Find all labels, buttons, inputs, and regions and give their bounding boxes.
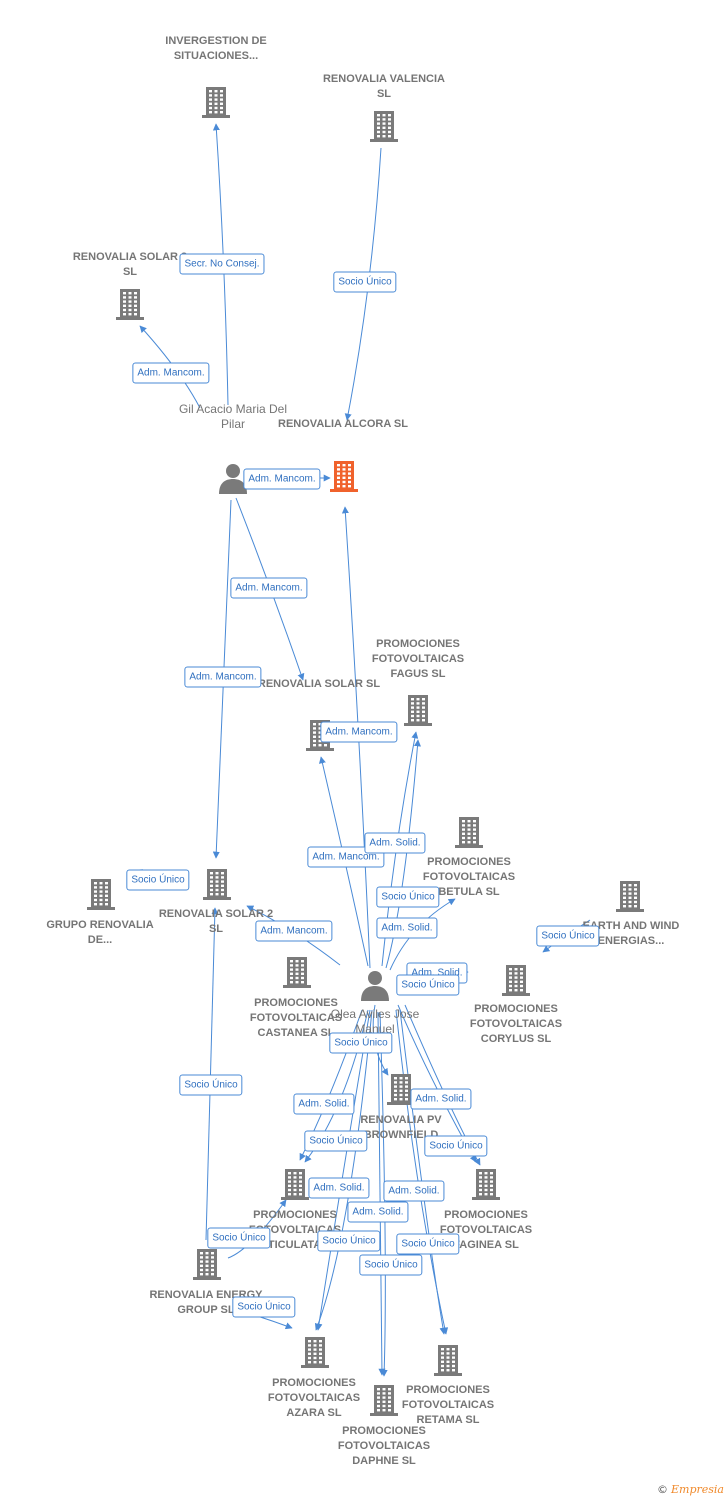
building-icon[interactable] [298, 1335, 332, 1369]
node-label-faginea[interactable]: PROMOCIONES FOTOVOLTAICAS FAGINEA SL [439, 1209, 533, 1251]
building-icon[interactable] [613, 879, 647, 913]
relation-label[interactable]: Socio Único [376, 886, 440, 908]
relation-label[interactable]: Adm. Solid. [410, 1088, 472, 1110]
building-icon[interactable] [384, 1072, 418, 1106]
edge-olea-to-betula [385, 739, 421, 969]
relation-label[interactable]: Socio Único [304, 1130, 368, 1152]
node-label-brownfield[interactable]: RENOVALIA PV BROWNFIELD [360, 1114, 442, 1141]
relation-label[interactable]: Adm. Solid. [308, 1177, 370, 1199]
node-label-gil[interactable]: Gil Acacio Maria Del Pilar [178, 402, 288, 431]
relation-label[interactable]: Socio Único [396, 1233, 460, 1255]
relation-label[interactable]: Socio Único [232, 1296, 296, 1318]
node-label-azara[interactable]: PROMOCIONES FOTOVOLTAICAS AZARA SL [267, 1377, 361, 1419]
building-icon[interactable] [401, 693, 435, 727]
relation-label[interactable]: Socio Único [424, 1135, 488, 1157]
node-label-grupo[interactable]: GRUPO RENOVALIA DE... [46, 919, 154, 946]
relation-label[interactable]: Socio Único [536, 925, 600, 947]
node-label-valencia[interactable]: RENOVALIA VALENCIA SL [322, 73, 446, 100]
relation-label[interactable]: Adm. Solid. [293, 1093, 355, 1115]
person-icon[interactable] [358, 968, 392, 1002]
building-icon[interactable] [199, 85, 233, 119]
node-label-invergestion[interactable]: INVERGESTION DE SITUACIONES... [165, 35, 267, 62]
building-icon[interactable] [327, 459, 361, 493]
relation-label[interactable]: Adm. Mancom. [230, 577, 308, 599]
edge-olea-to-retama [395, 1009, 449, 1335]
node-label-solar2[interactable]: RENOVALIA SOLAR 2 SL [158, 908, 274, 935]
relation-label[interactable]: Socio Único [317, 1230, 381, 1252]
relation-label[interactable]: Adm. Mancom. [255, 920, 333, 942]
relation-label[interactable]: Secr. No Consej. [179, 253, 265, 275]
relation-label[interactable]: Adm. Mancom. [132, 362, 210, 384]
building-icon[interactable] [431, 1343, 465, 1377]
relation-label[interactable]: Socio Único [359, 1254, 423, 1276]
node-label-earth[interactable]: EARTH AND WIND ENERGIAS... [582, 920, 680, 947]
relation-label[interactable]: Adm. Solid. [376, 917, 438, 939]
relation-label[interactable]: Socio Único [179, 1074, 243, 1096]
relation-label[interactable]: Socio Único [396, 974, 460, 996]
edge-olea-to-daphne [379, 1011, 388, 1377]
relation-label[interactable]: Socio Único [126, 869, 190, 891]
relation-label[interactable]: Adm. Mancom. [320, 721, 398, 743]
relation-label[interactable]: Socio Único [329, 1032, 393, 1054]
building-icon[interactable] [278, 1167, 312, 1201]
brand-footer[interactable]: ©Empresia [657, 1483, 724, 1496]
building-icon[interactable] [190, 1247, 224, 1281]
node-label-retama[interactable]: PROMOCIONES FOTOVOLTAICAS RETAMA SL [401, 1384, 495, 1426]
building-icon[interactable] [367, 109, 401, 143]
node-label-alcora[interactable]: RENOVALIA ALCORA SL [278, 418, 408, 430]
edge-olea-to-retama [399, 1009, 447, 1335]
building-icon[interactable] [113, 287, 147, 321]
node-label-solar3[interactable]: RENOVALIA SOLAR 3 SL [72, 251, 188, 278]
relation-label[interactable]: Adm. Mancom. [243, 468, 321, 490]
relation-label[interactable]: Adm. Solid. [364, 832, 426, 854]
building-icon[interactable] [469, 1167, 503, 1201]
building-icon[interactable] [452, 815, 486, 849]
building-icon[interactable] [367, 1383, 401, 1417]
building-icon[interactable] [499, 963, 533, 997]
building-icon[interactable] [280, 955, 314, 989]
brand-name: Empresia [671, 1483, 724, 1496]
relation-label[interactable]: Adm. Solid. [347, 1201, 409, 1223]
node-label-solarsl[interactable]: RENOVALIA SOLAR SL [257, 678, 381, 690]
person-icon[interactable] [216, 461, 250, 495]
relation-label[interactable]: Socio Único [207, 1227, 271, 1249]
edge-olea-to-azara [314, 1009, 373, 1331]
building-icon[interactable] [84, 877, 118, 911]
relation-label[interactable]: Adm. Solid. [383, 1180, 445, 1202]
copyright-symbol: © [657, 1483, 668, 1496]
building-icon[interactable] [200, 867, 234, 901]
relation-label[interactable]: Adm. Mancom. [184, 666, 262, 688]
node-label-castanea[interactable]: PROMOCIONES FOTOVOLTAICAS CASTANEA SL [249, 997, 343, 1039]
node-label-corylus[interactable]: PROMOCIONES FOTOVOLTAICAS CORYLUS SL [469, 1003, 563, 1045]
relation-label[interactable]: Socio Único [333, 271, 397, 293]
node-label-daphne[interactable]: PROMOCIONES FOTOVOLTAICAS DAPHNE SL [337, 1425, 431, 1467]
node-label-betula[interactable]: PROMOCIONES FOTOVOLTAICAS BETULA SL [422, 856, 516, 898]
node-label-fagus[interactable]: PROMOCIONES FOTOVOLTAICAS FAGUS SL [371, 638, 465, 680]
